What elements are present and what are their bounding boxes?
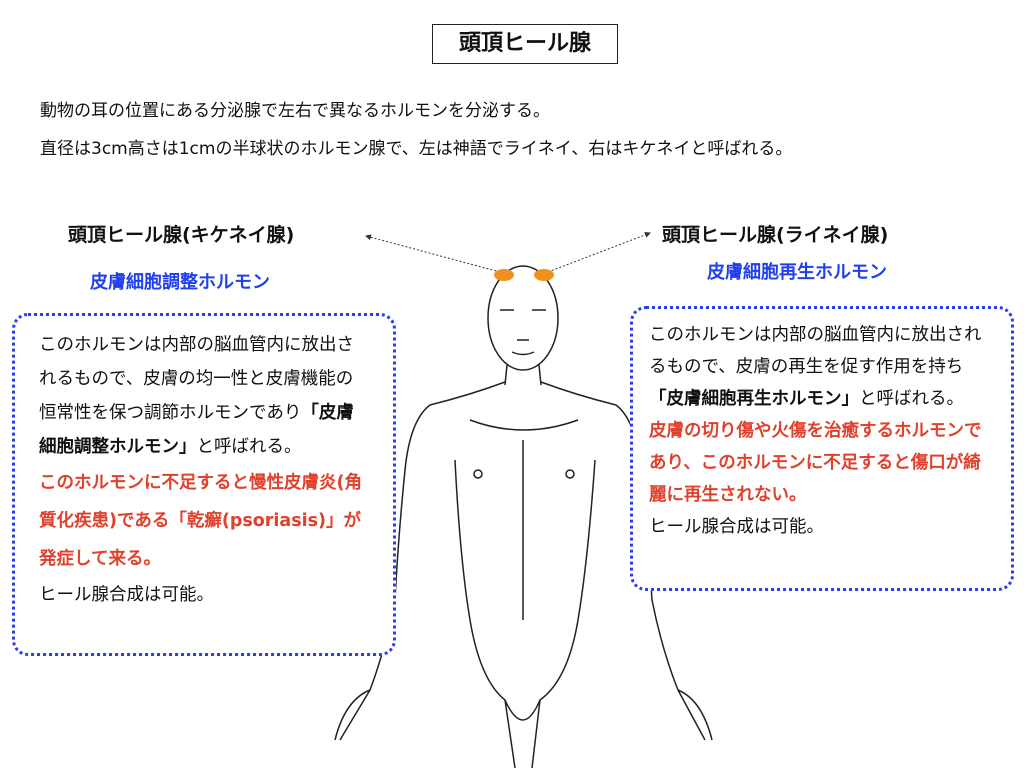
arrow-left — [365, 234, 501, 273]
right-description-box: このホルモンは内部の脳血管内に放出されるもので、皮膚の再生を促す作用を持ち「皮膚… — [630, 306, 1014, 591]
intro-line-2: 直径は3cm高さは1cmの半球状のホルモン腺で、左は神語でライネイ、右はキケネイ… — [40, 139, 793, 159]
right-warning: 皮膚の切り傷や火傷を治癒するホルモンであり、このホルモンに不足すると傷口が綺麗に… — [649, 421, 982, 505]
right-hormone-subtitle: 皮膚細胞再生ホルモン — [707, 262, 887, 283]
gland-right — [534, 269, 554, 281]
page-title: 頭頂ヒール腺 — [432, 24, 618, 64]
right-note: ヒール腺合成は可能。 — [649, 517, 824, 537]
left-note: ヒール腺合成は可能。 — [39, 585, 214, 605]
right-text: このホルモンは内部の脳血管内に放出されるもので、皮膚の再生を促す作用を持ち — [649, 325, 982, 377]
intro-line-1: 動物の耳の位置にある分泌腺で左右で異なるホルモンを分泌する。 — [40, 101, 550, 121]
gland-left — [494, 269, 514, 281]
left-text-end: と呼ばれる。 — [196, 437, 302, 457]
left-description-box: このホルモンは内部の脳血管内に放出されるもので、皮膚の均一性と皮膚機能の恒常性を… — [12, 313, 396, 656]
right-bold-name: 「皮膚細胞再生ホルモン」 — [649, 389, 859, 409]
left-warning: このホルモンに不足すると慢性皮膚炎(角質化疾患)である「乾癬(psoriasis… — [39, 473, 362, 569]
left-text: このホルモンは内部の脳血管内に放出されるもので、皮膚の均一性と皮膚機能の恒常性を… — [39, 335, 354, 423]
arrow-right — [547, 231, 651, 273]
left-hormone-subtitle: 皮膚細胞調整ホルモン — [90, 272, 270, 293]
left-bold-name: 「皮膚細胞調整ホルモン」 — [39, 403, 354, 457]
right-gland-label: 頭頂ヒール腺(ライネイ腺) — [662, 224, 889, 246]
right-text-end: と呼ばれる。 — [859, 389, 964, 409]
left-gland-label: 頭頂ヒール腺(キケネイ腺) — [68, 224, 295, 246]
